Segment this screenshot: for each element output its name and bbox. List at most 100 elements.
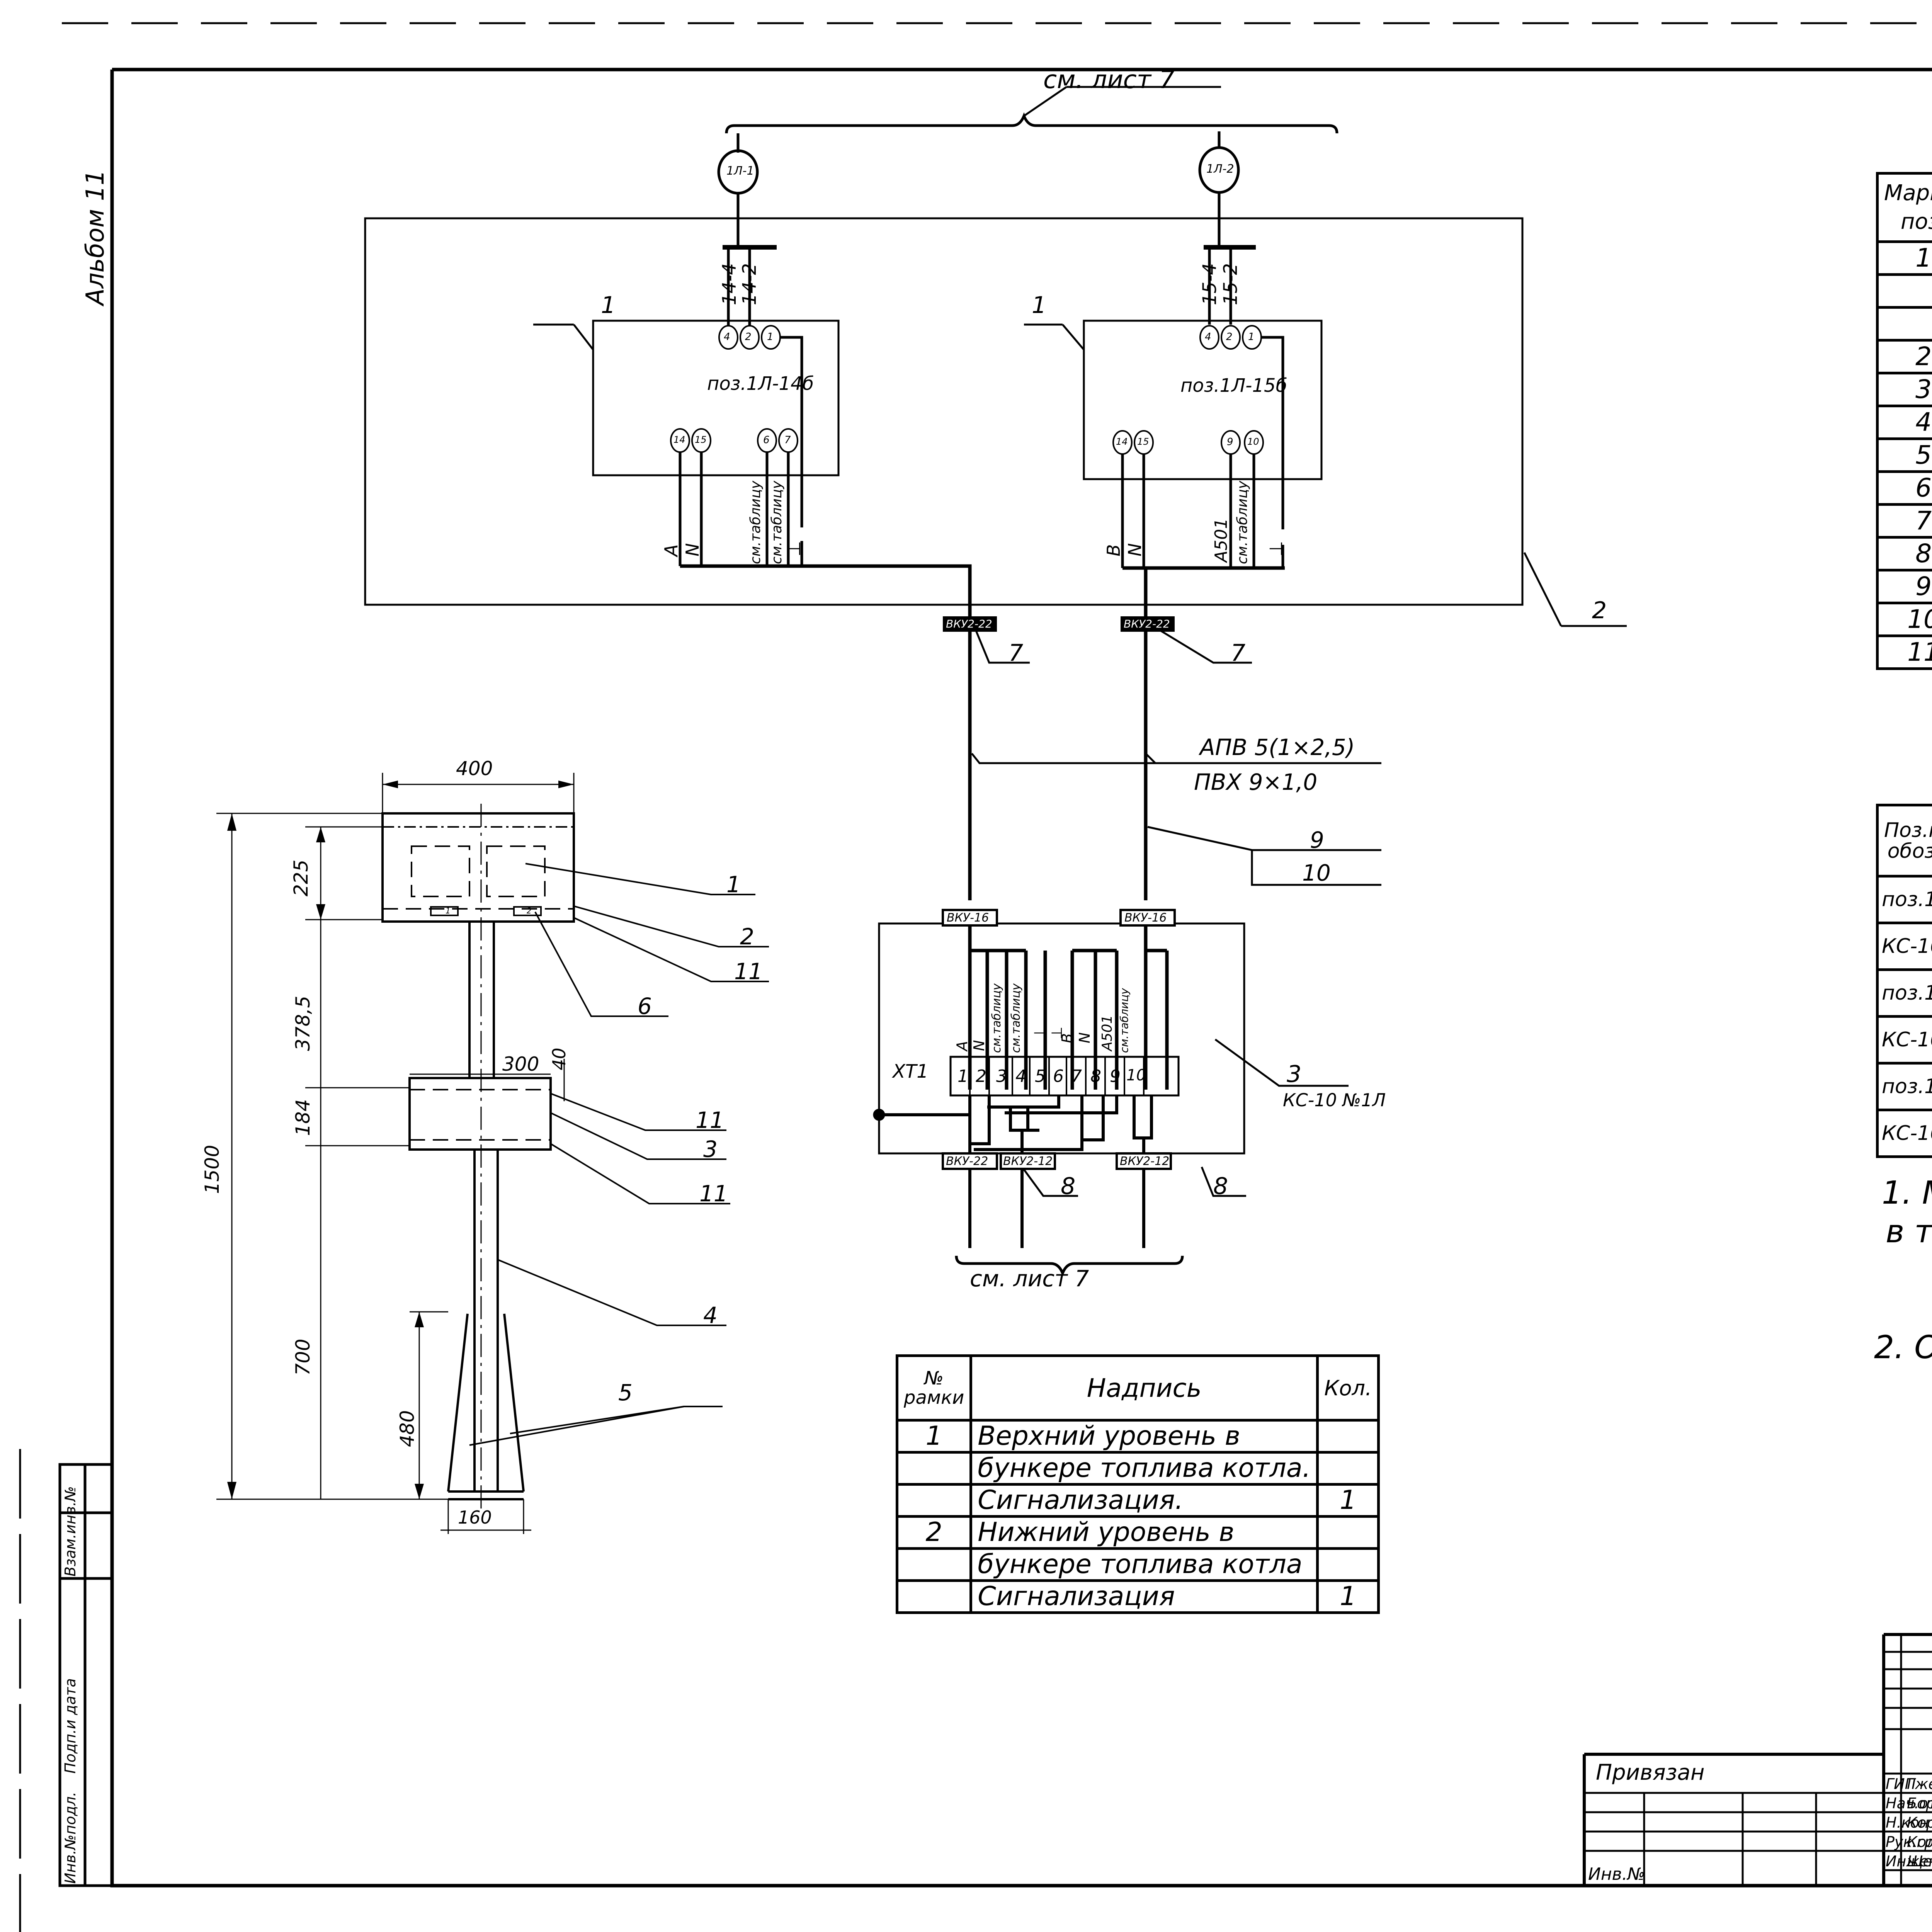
wire-mark: см.таблицу — [769, 481, 785, 564]
callout-stand: 5 — [618, 1379, 633, 1406]
signer-name: Щербицкая — [1907, 1853, 1932, 1870]
terminal-strip — [949, 1056, 1180, 1097]
dim-total-height: 1500 — [201, 1145, 223, 1194]
see-sheet-top: см. лист 7 — [1043, 66, 1175, 94]
sheet-frame — [110, 68, 1932, 1888]
boiler-row: КС-1010 — [1876, 1109, 1932, 1158]
gland-label: ВКУ2-22 — [1124, 617, 1170, 630]
terminal-strip-label: ХТ1 — [893, 1061, 929, 1082]
wire-mark: B — [1103, 544, 1124, 556]
gland-vku2-22-right — [1121, 616, 1175, 632]
side-stamp-replace: Взам.инв.№ — [62, 1486, 79, 1577]
callout-stand: 1 — [726, 871, 741, 898]
callout-cable: 9 — [1310, 827, 1324, 853]
callout-gland: 7 — [1009, 639, 1024, 667]
label-row: Сигнализация.1 — [895, 1483, 1380, 1518]
boiler-row: поз.14б640-1740-1740-1740-1740-1740-17 — [1876, 875, 1932, 924]
spec-mark: 3 — [1876, 372, 1932, 407]
terminal-number: 1 — [957, 1066, 968, 1086]
callout-gland: 7 — [1231, 639, 1246, 667]
wire-mark: ⊥ — [1031, 1026, 1048, 1039]
sensor-tag-2: 1Л-2 — [1206, 162, 1234, 176]
wire-mark: A501 — [1211, 518, 1231, 562]
gland-vku16-right — [1119, 909, 1176, 927]
terminal-number: 4 — [724, 331, 730, 343]
wire-mark: см.таблицу — [1118, 988, 1131, 1053]
quantity — [1316, 1451, 1380, 1486]
callout-stand: 3 — [703, 1136, 718, 1162]
plate-number: 2 — [527, 906, 532, 915]
device-position: КС-10 — [1876, 1109, 1932, 1158]
spec-row: 10ТУ6-05-1342-76Труба ПВХ 9×11,5м— — [1876, 602, 1932, 637]
spec-row: 1ТУ16.656.024-84Блок контроля21,4по типу — [1876, 240, 1932, 276]
terminal-number: 14 — [673, 434, 685, 445]
spec-row: 4ТКЧ 3542-81Стойка СП-2410,094Изделие МЗ… — [1876, 405, 1932, 440]
col-inscription: Надпись — [969, 1354, 1319, 1422]
spec-mark: 7 — [1876, 503, 1932, 539]
terminal-number: 1 — [1248, 331, 1255, 343]
spec-mark: 4 — [1876, 405, 1932, 440]
brace-top — [725, 112, 1338, 134]
terminal-number: 14 — [1116, 436, 1128, 447]
wire-mark: см.таблицу — [748, 481, 764, 564]
boiler-row: КС-104 — [1876, 1015, 1932, 1065]
terminal-number: 1 — [767, 331, 774, 343]
boiler-marking-table: Поз.приб. обозн.КС № зажима Номер котла … — [1876, 804, 1932, 1158]
terminal-number: 15 — [1137, 436, 1149, 447]
callout-stand: 11 — [699, 1180, 728, 1207]
quantity — [1316, 1419, 1380, 1454]
callout-gland: 8 — [1061, 1173, 1076, 1200]
terminal-number: 4 — [1015, 1066, 1026, 1086]
spec-mark — [1876, 306, 1932, 342]
dim-width-mid: 300 — [502, 1053, 539, 1075]
callout-stand: 11 — [696, 1107, 724, 1133]
callout-stand: 4 — [703, 1302, 718, 1328]
role-title: Н.контр. — [1886, 1814, 1932, 1831]
gland-label: ВКУ-16 — [947, 911, 989, 925]
brace-bottom — [955, 1255, 1184, 1277]
wire-label: 15-2 — [1220, 263, 1242, 305]
gland-label: ВКУ2-12 — [1003, 1155, 1053, 1168]
inscription: Верхний уровень в — [969, 1419, 1319, 1454]
wire-label: 14-4 — [719, 263, 740, 305]
wire-mark: см.таблицу — [990, 983, 1003, 1053]
side-stamp-inv: Инв.№подл. — [62, 1791, 79, 1884]
spec-row: 5ТКЧ-3492-79Ребро Р-120,95—//— — [1876, 437, 1932, 473]
plate-number: 2 — [895, 1515, 973, 1550]
dim-h1: 225 — [290, 859, 312, 896]
wire-mark: A — [661, 544, 682, 556]
spec-mark: 8 — [1876, 536, 1932, 571]
terminal-number: 6 — [763, 434, 770, 446]
terminal-number: 2 — [976, 1066, 986, 1086]
device-position: поз.14б — [1876, 968, 1932, 1018]
callout-stand: 2 — [740, 923, 754, 950]
boiler-row: поз.15б10501503505507509511 — [1876, 1062, 1932, 1111]
role-title: Инженер — [1886, 1853, 1932, 1870]
role-title: ГИП — [1886, 1776, 1916, 1793]
inscription: Сигнализация. — [969, 1483, 1319, 1518]
spec-mark — [1876, 273, 1932, 309]
note-1-line-2: в таблице. — [1886, 1213, 1932, 1250]
role-title: Рук.гр. — [1886, 1833, 1932, 1850]
quantity: 1 — [1316, 1483, 1380, 1518]
spec-row: 11ТУ 36-1113-84Полоса ПП-301,4м0,91 — [1876, 634, 1932, 670]
wire-mark: B — [1059, 1033, 1076, 1043]
dim-width-top: 400 — [456, 757, 493, 780]
signer-name: Гжева — [1907, 1776, 1932, 1793]
terminal-number: 8 — [1090, 1066, 1101, 1086]
spec-header-row: Марка, поз. Обозначение Наименование Кол… — [1876, 172, 1932, 243]
dim-h3: 184 — [292, 1099, 314, 1136]
spec-row: 9ГОСТ 6323-79Провод АПВ 2,5 3807м0,112 — [1876, 569, 1932, 604]
wire-mark: N — [682, 543, 703, 556]
cable-spec: ПВХ 9×1,0 — [1194, 769, 1318, 795]
plate-number: 1 — [446, 906, 451, 915]
boiler-row: КС-103 — [1876, 922, 1932, 971]
col-device-pos: Поз.приб. обозн.КС — [1876, 804, 1932, 878]
callout-enclosure: 2 — [1592, 597, 1607, 624]
signer-name: Колосова — [1907, 1833, 1932, 1850]
callout-block-right: 1 — [1032, 292, 1047, 319]
signer-name: Корчкова — [1907, 1814, 1932, 1831]
